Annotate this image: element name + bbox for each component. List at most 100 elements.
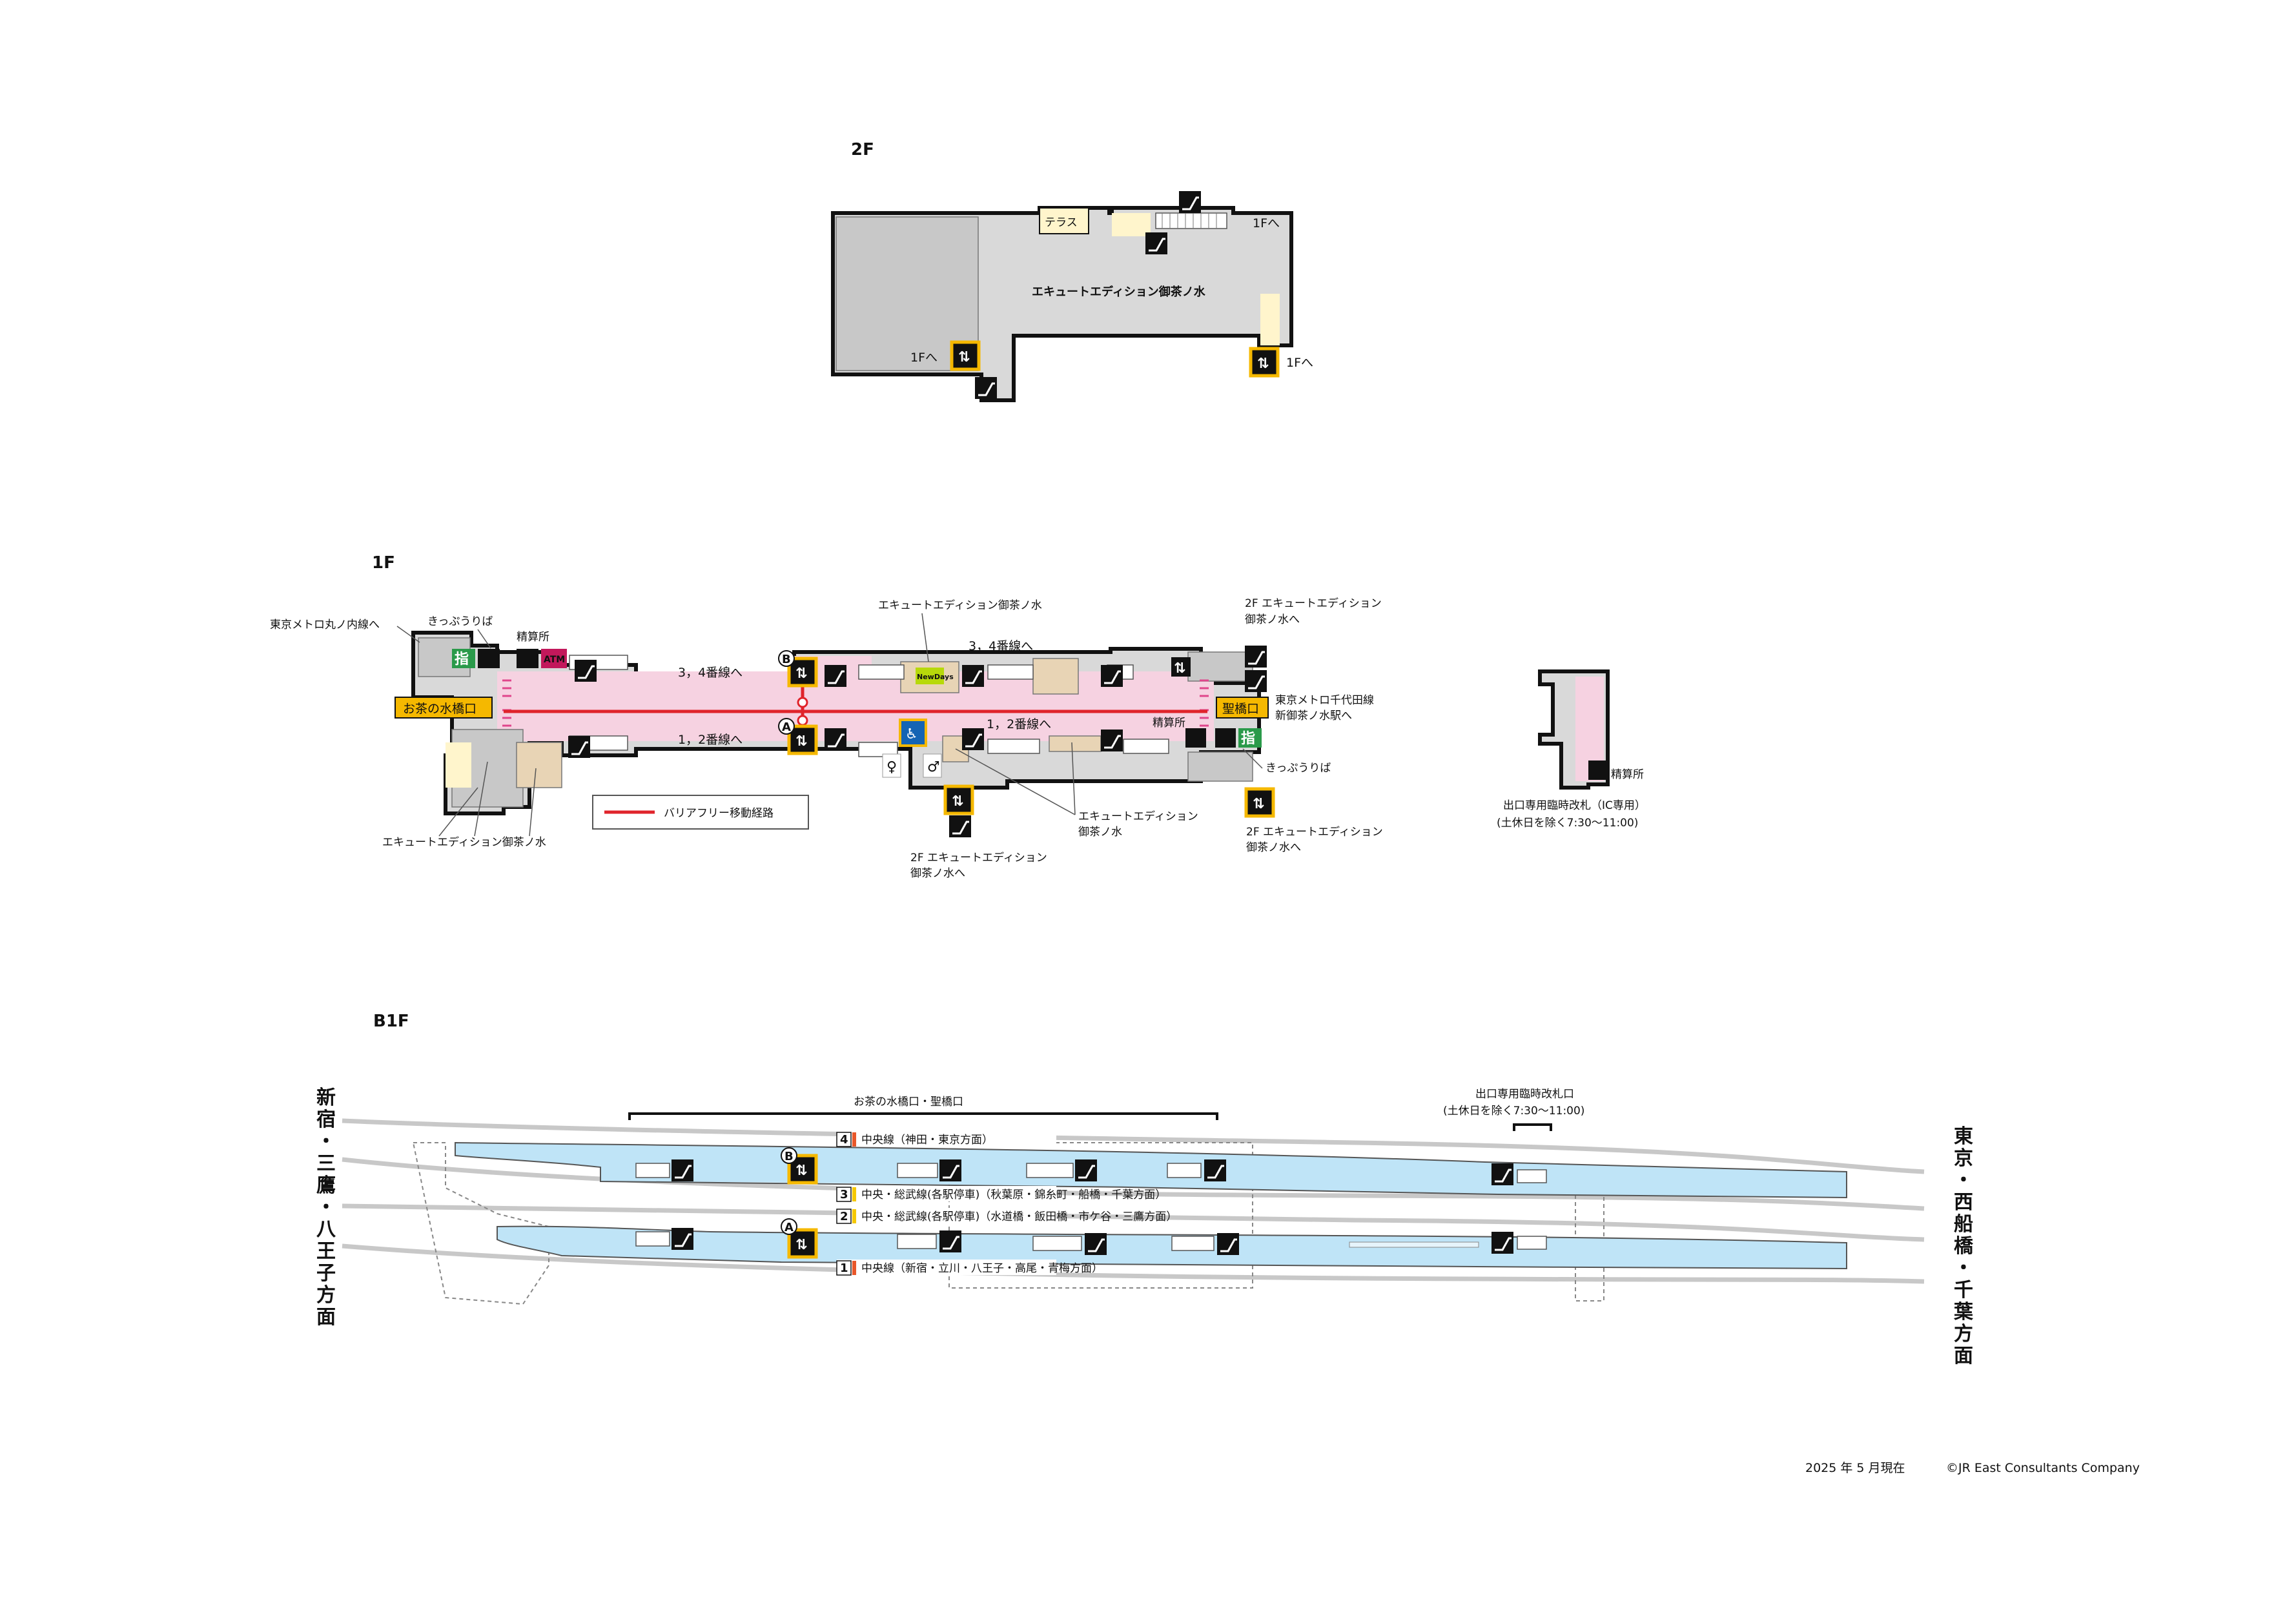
escalator-icon [1145, 232, 1167, 254]
shop-bottom-mid-label-2: 御茶ノ水 [1078, 826, 1122, 839]
escalator-icon [1491, 1163, 1513, 1185]
track-number: 1 [840, 1261, 848, 1275]
room-right-top [1187, 651, 1253, 682]
exit-ochanomizu-label: お茶の水橋口 [403, 702, 477, 716]
ticket-machine-icon [1215, 728, 1236, 748]
to-1f-label-right: 1Fへ [1286, 356, 1313, 370]
elevator-icon: ⇅ [787, 1228, 818, 1259]
shop-2f-label: エキュートエディション御茶ノ水 [1032, 285, 1206, 299]
fare-adjust-right-label: 精算所 [1153, 717, 1185, 730]
to-2f-right-label-2: 御茶ノ水へ [1246, 841, 1301, 854]
floor-label-b1f: B1F [373, 1012, 409, 1031]
svg-text:指: 指 [455, 651, 469, 668]
exit-ochanomizu[interactable] [395, 697, 493, 719]
svg-text:♀: ♀ [887, 759, 897, 775]
elevator-a-badge [778, 718, 795, 735]
escalator-icon [1245, 670, 1267, 692]
terrace-label: テラス [1045, 216, 1078, 229]
escalator-icon [568, 736, 590, 758]
track-name: 中央・総武線(各駅停車)（秋葉原・錦糸町・船橋・千葉方面） [861, 1189, 1166, 1201]
svg-text:♿: ♿ [905, 726, 918, 742]
newdays-logo [916, 668, 944, 684]
escalator-icon [1491, 1232, 1513, 1254]
to-34-left: 3，4番線へ [678, 666, 743, 680]
ticket-office-icon: 指 [452, 649, 475, 668]
direction-left: 新宿・ 三鷹・ 八王子 方面 [316, 1087, 342, 1329]
route-node [797, 715, 808, 726]
track-label-bg [837, 1260, 1056, 1275]
track-number-box [836, 1187, 852, 1202]
escalator-icon [1101, 665, 1123, 687]
temp-gate-label-2: (土休日を除く7:30～11:00) [1497, 817, 1638, 830]
track-number: 3 [840, 1188, 848, 1201]
elevator-b-label-b1: B [784, 1150, 794, 1163]
stairs-icon [635, 1163, 670, 1178]
exit-hijiribashi-label: 聖橋口 [1222, 702, 1259, 716]
stairs-icon [1123, 739, 1169, 754]
track-line-color [852, 1132, 856, 1147]
track-number: 4 [840, 1133, 848, 1147]
wheelchair-icon: ♿ [899, 719, 927, 747]
escalator-icon [962, 728, 984, 750]
exit-hijiribashi[interactable] [1216, 697, 1269, 719]
elevator-icon: ⇅ [1244, 787, 1275, 818]
stairs-icon [858, 742, 898, 757]
stair-landing-2f [1112, 213, 1151, 236]
svg-text:⇅: ⇅ [795, 666, 807, 682]
to-2f-bottom-label-1: 2F エキュートエディション [910, 851, 1047, 864]
escalator-icon [975, 377, 997, 399]
metro-chiyoda-label-1: 東京メトロ千代田線 [1275, 694, 1374, 707]
ticket-right-label: きっぷうりば [1266, 762, 1331, 775]
escalator-icon [575, 660, 597, 682]
ticket-office-icon: 指 [1238, 728, 1262, 748]
to-2f-bottom-label-2: 御茶ノ水へ [910, 867, 965, 880]
track-label-bg [837, 1208, 1056, 1223]
terrace-box [1039, 207, 1089, 234]
fare-adjust-icon [1185, 728, 1206, 748]
concourse-area [497, 671, 1214, 741]
toilet-female-icon: ♀ [882, 753, 901, 778]
room-right-bottom [1187, 751, 1253, 782]
elevator-icon: ⇅ [1249, 347, 1280, 378]
elevator-icon: ⇅ [787, 724, 818, 755]
to-1f-label-top: 1Fへ [1253, 216, 1280, 230]
escalator-icon [825, 728, 846, 750]
to-12-left: 1，2番線へ [678, 733, 743, 747]
to-34-right: 3，4番線へ [969, 639, 1033, 653]
track-line-color [852, 1187, 856, 1201]
temp-exit-label-2: (土休日を除く7:30～11:00) [1443, 1105, 1584, 1118]
svg-text:⇅: ⇅ [795, 1237, 807, 1253]
temp-gate-label-1: 出口専用臨時改札（IC専用） [1503, 799, 1646, 812]
shop-top-right [1032, 658, 1079, 695]
escalator-icon [1245, 646, 1267, 668]
track-4 [342, 1118, 1925, 1174]
stairs-icon [1171, 1236, 1215, 1251]
floor-2f: 2F テラス 1Fへ エキュートエディション御茶ノ水 ⇅ 1Fへ ⇅ 1Fへ [831, 140, 1313, 402]
temp-exit-bracket [1513, 1123, 1552, 1131]
track-2 [342, 1203, 1925, 1242]
track-label-bg [837, 1131, 1056, 1147]
to-12-right: 1，2番線へ [987, 717, 1051, 731]
escalator-icon [939, 1230, 961, 1252]
track-number-box [836, 1209, 852, 1224]
stairs-icon [1517, 1169, 1547, 1183]
to-2f-right-label-1: 2F エキュートエディション [1246, 825, 1383, 839]
legend-label: バリアフリー移動経路 [664, 807, 774, 820]
elevator-icon: ⇅ [943, 784, 974, 815]
ticket-machine-icon [478, 649, 500, 668]
fare-adjust-icon [1588, 760, 1608, 780]
landing-2f-right [1260, 294, 1280, 345]
track-label-bg [837, 1186, 1056, 1201]
fare-adjust-icon [517, 649, 538, 668]
stairs-icon [987, 739, 1040, 754]
floor-1f: 1F NewDays [270, 553, 1646, 880]
to-2f-top-label-2: 御茶ノ水へ [1245, 613, 1300, 626]
ticket-left-label: きっぷうりば [427, 615, 493, 628]
elevator-icon: ⇅ [950, 340, 981, 371]
exits-bracket [628, 1112, 1218, 1120]
shop-top-label: エキュートエディション御茶ノ水 [878, 598, 1042, 612]
shop-bottom-mid-label-1: エキュートエディション [1078, 810, 1198, 823]
floor-label-1f: 1F [372, 553, 395, 573]
